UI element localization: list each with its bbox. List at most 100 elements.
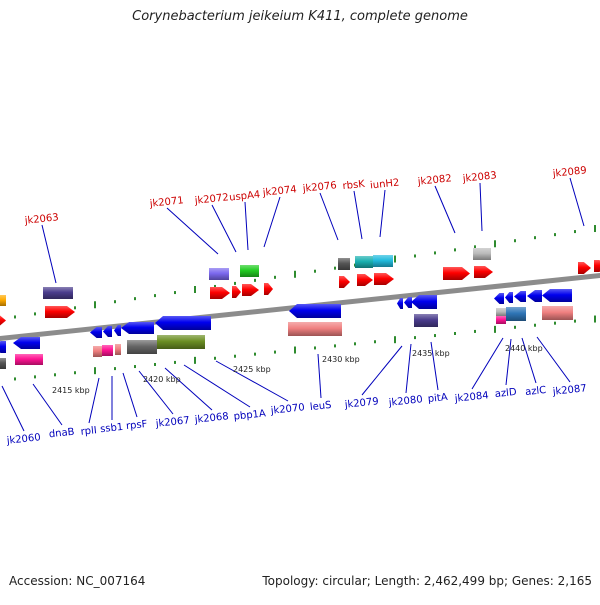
gene-feature xyxy=(374,273,394,285)
gene-label-bottom: jk2084 xyxy=(453,390,489,405)
gene-label-top: jk2082 xyxy=(416,173,452,188)
gene-feature xyxy=(594,260,600,272)
label-leader-line xyxy=(183,364,251,408)
label-leader-line xyxy=(361,345,403,396)
label-leader-line xyxy=(505,338,512,386)
label-leader-line xyxy=(319,192,339,241)
gene-label-top: uspA4 xyxy=(229,189,261,203)
gene-feature xyxy=(232,286,241,298)
label-leader-line xyxy=(1,385,25,432)
label-leader-line xyxy=(569,177,585,227)
gene-feature xyxy=(157,335,205,349)
label-leader-line xyxy=(166,207,219,255)
gene-feature xyxy=(0,358,6,369)
kbp-label: 2420 kbp xyxy=(143,375,181,384)
gene-label-bottom: rplI xyxy=(80,425,97,438)
gene-label-bottom: jk2068 xyxy=(193,411,229,426)
gene-feature xyxy=(578,262,591,274)
gene-feature xyxy=(339,276,350,288)
gene-feature xyxy=(404,297,412,308)
gene-label-top: jk2072 xyxy=(193,192,229,207)
gene-feature xyxy=(411,295,437,309)
gene-feature xyxy=(210,287,230,299)
label-leader-line xyxy=(317,353,322,399)
gene-feature xyxy=(155,316,211,330)
map-title: Corynebacterium jeikeium K411, complete … xyxy=(132,9,468,24)
gene-feature xyxy=(103,326,112,337)
gene-feature xyxy=(397,298,403,309)
gene-feature xyxy=(0,341,6,353)
gene-label-top: jk2074 xyxy=(261,184,297,199)
label-leader-line xyxy=(32,383,63,426)
gene-feature xyxy=(13,337,40,349)
label-leader-line xyxy=(379,189,386,238)
gene-label-bottom: dnaB xyxy=(48,427,75,441)
label-leader-line xyxy=(263,196,281,248)
gene-feature xyxy=(0,315,6,326)
gene-label-top: iunH2 xyxy=(370,178,400,192)
gene-feature xyxy=(514,291,526,302)
label-leader-line xyxy=(430,341,439,391)
gene-label-bottom: ssb1 xyxy=(100,422,124,435)
gene-label-bottom: pbp1A xyxy=(233,408,266,422)
gene-feature xyxy=(355,256,373,268)
gene-feature xyxy=(242,284,259,296)
gene-label-bottom: jk2080 xyxy=(387,394,423,409)
gene-feature xyxy=(43,287,73,299)
gene-feature xyxy=(542,289,572,302)
label-leader-line xyxy=(536,336,571,383)
gene-feature xyxy=(240,265,259,277)
label-leader-line xyxy=(211,204,237,253)
gene-feature xyxy=(473,248,491,260)
label-leader-line xyxy=(41,224,57,284)
gene-feature xyxy=(289,304,341,318)
label-leader-line xyxy=(215,360,289,402)
gene-label-bottom: pitA xyxy=(427,392,448,405)
gene-feature xyxy=(542,306,573,320)
gene-label-top: jk2076 xyxy=(301,180,337,195)
gene-feature xyxy=(496,308,506,316)
gene-label-top: jk2083 xyxy=(461,170,497,185)
label-leader-line xyxy=(122,372,138,418)
gene-feature xyxy=(496,316,506,324)
gene-label-bottom: jk2070 xyxy=(269,402,305,417)
accession-text: Accession: NC_007164 xyxy=(9,574,146,588)
gene-feature xyxy=(127,340,157,354)
label-leader-line xyxy=(244,201,249,251)
gene-feature xyxy=(505,292,513,303)
topology-text: Topology: circular; Length: 2,462,499 bp… xyxy=(262,574,592,588)
gene-label-bottom: jk2087 xyxy=(551,383,587,398)
kbp-label: 2415 kbp xyxy=(52,386,90,395)
gene-feature xyxy=(288,322,342,336)
gene-feature xyxy=(90,327,102,338)
gene-feature xyxy=(474,266,493,278)
gene-label-top: rbsK xyxy=(342,179,366,192)
gene-label-top: jk2089 xyxy=(551,165,587,180)
gene-label-bottom: jk2067 xyxy=(154,415,190,430)
gene-feature xyxy=(527,290,542,302)
gene-label-top: jk2071 xyxy=(148,195,184,210)
gene-label-bottom: leuS xyxy=(309,400,332,413)
label-leader-line xyxy=(405,343,412,394)
kbp-label: 2440 kbp xyxy=(505,344,543,353)
label-leader-line xyxy=(434,185,456,234)
kbp-label: 2435 kbp xyxy=(412,349,450,358)
gene-features xyxy=(0,248,600,369)
gene-feature xyxy=(506,307,526,321)
gene-feature xyxy=(494,293,504,304)
gene-feature xyxy=(93,346,102,357)
gene-label-bottom: rpsF xyxy=(126,419,149,432)
gene-feature xyxy=(209,268,229,280)
gene-feature xyxy=(114,325,121,336)
gene-feature xyxy=(121,322,154,334)
gene-feature xyxy=(264,283,273,295)
gene-feature xyxy=(15,354,43,365)
gene-feature xyxy=(102,345,113,356)
gene-label-bottom: jk2079 xyxy=(343,396,379,411)
kbp-label: 2430 kbp xyxy=(322,355,360,364)
label-leader-line xyxy=(164,367,213,411)
